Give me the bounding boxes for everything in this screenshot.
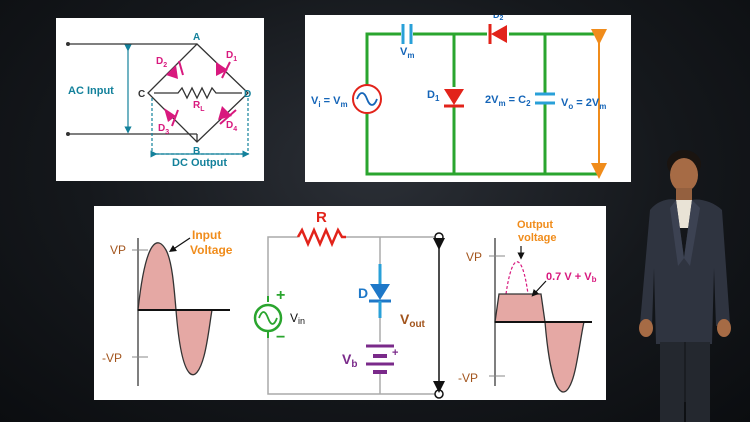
vin-source-icon bbox=[253, 296, 283, 338]
vin-label: Vin bbox=[290, 311, 305, 326]
r-label: R bbox=[316, 209, 327, 226]
ac-source-icon bbox=[352, 84, 382, 114]
rl-label: RL bbox=[193, 100, 205, 113]
vp-right-label: VP bbox=[466, 250, 482, 264]
voltage-doubler-panel: Vm D2 D1 2Vm = C2 Vi = Vm Vo = 2Vm bbox=[305, 15, 631, 182]
input-terminal-top bbox=[66, 42, 70, 46]
presenter-photo bbox=[639, 150, 731, 422]
capacitor-c1 bbox=[401, 24, 413, 44]
diode-d2-top bbox=[488, 24, 507, 44]
clip-level-pointer bbox=[531, 280, 547, 297]
input-terminal-bottom bbox=[66, 132, 70, 136]
d4-label: D4 bbox=[226, 120, 237, 133]
diode-d2 bbox=[166, 60, 184, 79]
vb-plus-label: + bbox=[392, 347, 398, 359]
neg-vp-left-label: -VP bbox=[102, 351, 122, 365]
cap1-label: Vm bbox=[400, 46, 414, 60]
diode-d1 bbox=[444, 89, 464, 108]
d2-top-label: D2 bbox=[493, 15, 504, 22]
d1-label: D1 bbox=[226, 50, 237, 63]
d1-label-doubler: D1 bbox=[427, 89, 440, 103]
node-b-label: B bbox=[193, 146, 200, 157]
capacitor-c2 bbox=[535, 92, 555, 105]
bridge-rectifier-panel: A B C D D2 D1 D3 D4 RL AC Input DC Outpu… bbox=[56, 18, 264, 181]
diode-d-clipper bbox=[369, 264, 391, 318]
voltage-doubler-diagram: Vm D2 D1 2Vm = C2 Vi = Vm Vo = 2Vm bbox=[311, 15, 607, 179]
vout-label: Vout bbox=[400, 311, 426, 330]
load-resistor bbox=[154, 86, 242, 100]
battery-vb bbox=[366, 344, 394, 374]
vo-label: Vo = 2Vm bbox=[561, 97, 606, 111]
vb-label: Vb bbox=[342, 351, 357, 370]
vi-label: Vi = Vm bbox=[311, 95, 348, 109]
vp-left-label: VP bbox=[110, 243, 126, 257]
node-c-label: C bbox=[138, 89, 145, 100]
diode-d4 bbox=[218, 106, 237, 125]
dc-output-bracket bbox=[151, 98, 249, 155]
ac-input-label: AC Input bbox=[68, 85, 114, 97]
bridge-rectifier-diagram: A B C D D2 D1 D3 D4 RL AC Input DC Outpu… bbox=[66, 32, 251, 169]
diode-d1 bbox=[216, 61, 231, 79]
output-waveform bbox=[489, 238, 592, 393]
clip-level-label: 0.7 V + Vb bbox=[546, 271, 597, 284]
c2-label: 2Vm = C2 bbox=[485, 94, 531, 108]
neg-vp-right-label: -VP bbox=[458, 371, 478, 385]
input-voltage-pointer bbox=[169, 237, 191, 252]
output-terminal-top bbox=[434, 232, 444, 242]
d3-label: D3 bbox=[158, 123, 169, 136]
node-a-label: A bbox=[193, 32, 200, 43]
output-terminal-bottom bbox=[434, 389, 444, 399]
vin-minus-label: − bbox=[276, 329, 285, 346]
resistor-r bbox=[296, 226, 346, 248]
input-waveform bbox=[132, 238, 230, 386]
d-label: D bbox=[358, 285, 368, 301]
node-d-label: D bbox=[244, 89, 251, 100]
dc-output-label: DC Output bbox=[172, 157, 227, 169]
vin-plus-label: + bbox=[276, 287, 285, 304]
diode-d3 bbox=[164, 108, 179, 127]
doubler-wiring bbox=[365, 32, 599, 176]
d2-label: D2 bbox=[156, 56, 167, 69]
